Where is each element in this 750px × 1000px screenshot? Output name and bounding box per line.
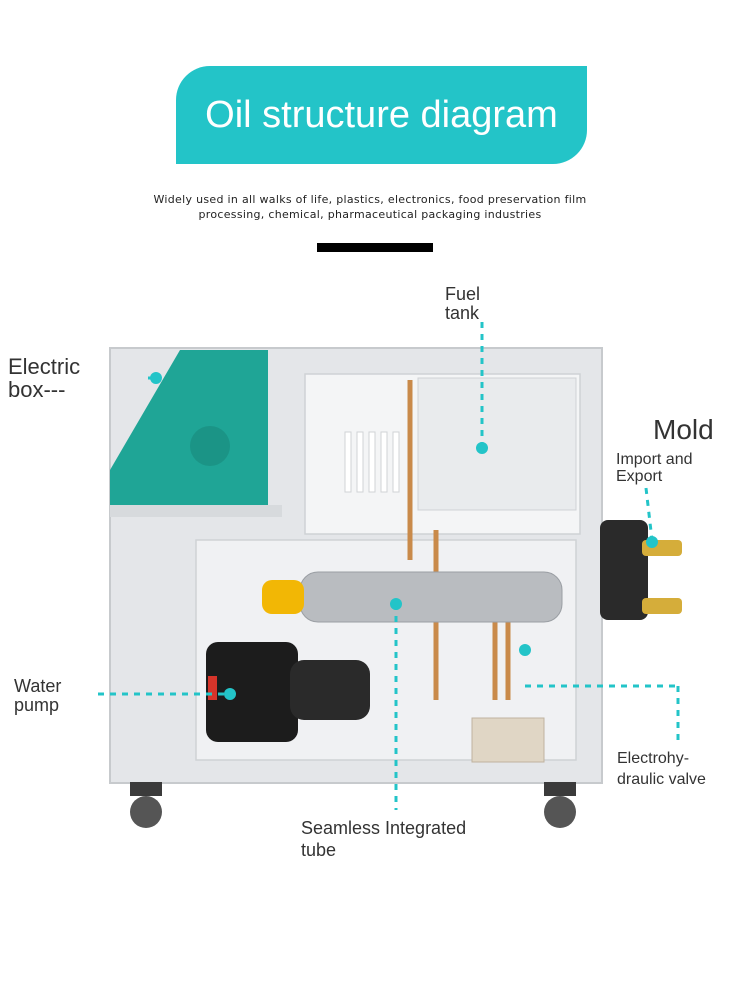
page-title: Oil structure diagram bbox=[205, 93, 558, 136]
electric-box-trim bbox=[110, 505, 282, 517]
label-seamless-tube: Seamless Integrated tube bbox=[301, 818, 467, 860]
caster-wheels bbox=[130, 782, 576, 828]
electric-box-panel bbox=[110, 350, 268, 505]
label-mold: Mold bbox=[653, 414, 714, 445]
water-pump bbox=[206, 642, 370, 742]
subtitle: Widely used in all walks of life, plasti… bbox=[120, 192, 620, 222]
speaker-grille bbox=[190, 426, 230, 466]
label-fuel-tank: Fuel tank bbox=[445, 284, 481, 323]
mold-outlets bbox=[600, 520, 682, 620]
title-banner: Oil structure diagram bbox=[176, 66, 587, 164]
subtitle-line-2: processing, chemical, pharmaceutical pac… bbox=[198, 208, 542, 221]
label-electric-box: Electric box--- bbox=[8, 354, 81, 403]
label-electrohydraulic-valve: Electrohy- draulic valve bbox=[617, 750, 706, 788]
callout-dots bbox=[150, 372, 658, 700]
label-water-pump: Water pump bbox=[14, 676, 62, 715]
copper-pipes bbox=[407, 380, 511, 700]
valve-block bbox=[471, 717, 545, 763]
fuel-tank bbox=[417, 377, 577, 511]
subtitle-line-1: Widely used in all walks of life, plasti… bbox=[153, 193, 587, 206]
heater-tube bbox=[299, 571, 563, 623]
heater-cap bbox=[262, 580, 304, 614]
divider-bar bbox=[317, 243, 433, 252]
vent-slots bbox=[344, 431, 400, 493]
label-import-export: Import and Export bbox=[616, 451, 693, 485]
import-export-line bbox=[644, 487, 654, 541]
